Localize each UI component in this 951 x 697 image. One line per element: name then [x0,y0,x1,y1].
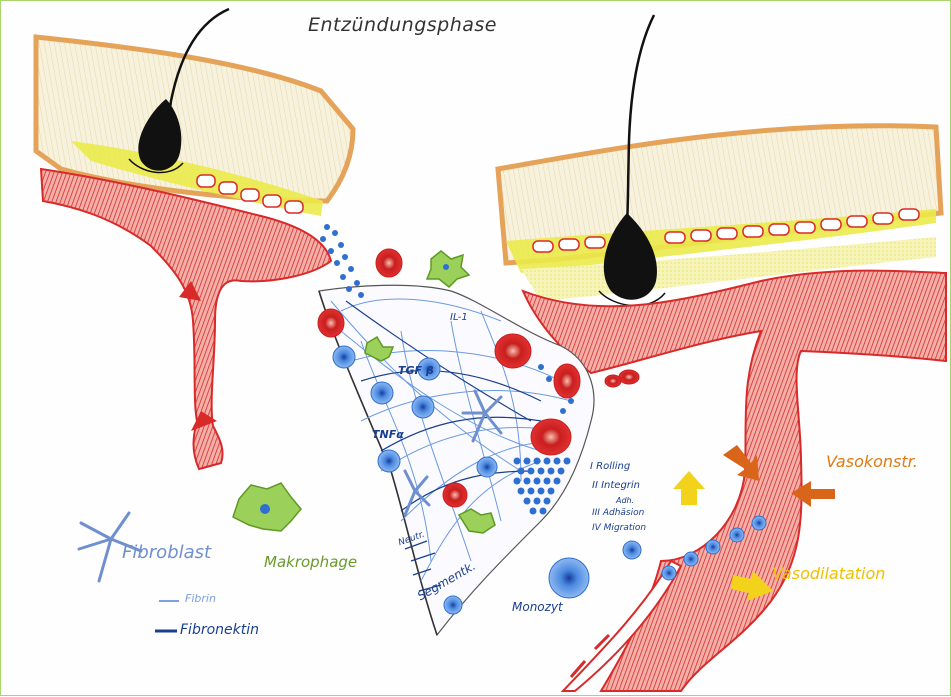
label-vasodilatation: Vasodilatation [772,564,885,583]
label-makrophage: Makrophage [264,553,357,571]
legend-lines [155,601,179,631]
label-tnf-alpha: TNFα [372,428,404,441]
label-step-integrin: II Integrin [592,480,640,491]
label-vasokonstriktion: Vasokonstr. [826,452,918,471]
left-blood-vessel [41,169,331,469]
label-il-1: IL-1 [450,312,468,323]
right-blood-vessel [523,271,946,691]
label-fibroblast: Fibroblast [122,542,211,563]
legend-fibrin: Fibrin [185,592,216,605]
label-step-rolling: I Rolling [590,461,630,472]
label-tgf-beta: TGF β [398,364,434,377]
legend-fibronektin: Fibronektin [180,622,259,638]
label-step-adhaesion: III Adhäsion [592,508,644,518]
label-step-integrin-sub: Adh. [616,496,634,505]
diagram-title: Entzündungsphase [308,14,497,36]
label-step-migration: IV Migration [592,523,646,533]
label-monozyt: Monozyt [512,600,563,614]
